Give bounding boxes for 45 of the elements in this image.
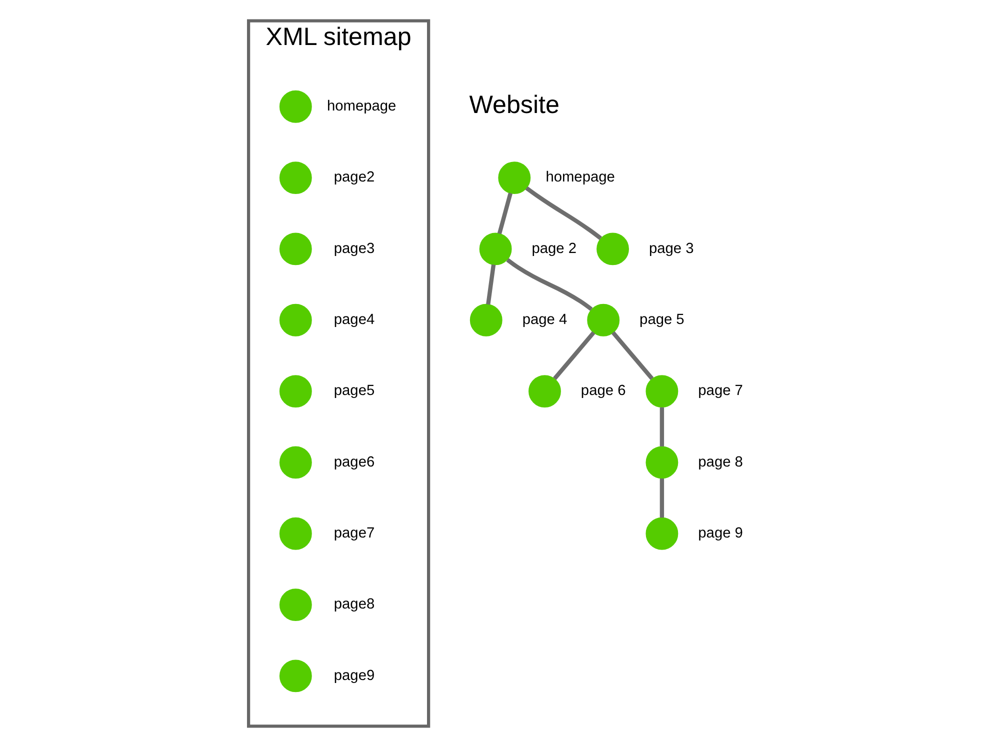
node-circle <box>498 162 531 194</box>
connector <box>506 258 593 311</box>
node-circle <box>479 232 512 266</box>
node-label: page2 <box>334 170 375 186</box>
node-circle <box>279 304 312 336</box>
node-circle <box>596 232 629 266</box>
connector <box>486 264 496 305</box>
node-circle <box>279 375 312 408</box>
connector <box>497 192 512 234</box>
node-circle <box>279 517 312 550</box>
connector <box>611 331 654 380</box>
connector <box>660 478 664 518</box>
node-label: page 4 <box>522 312 568 328</box>
node-circle <box>279 162 312 194</box>
label: Website <box>469 91 560 120</box>
node-circle <box>279 90 312 123</box>
connector <box>525 186 602 240</box>
node-label: page9 <box>334 668 375 684</box>
node-circle <box>279 446 312 479</box>
node-label: page 3 <box>648 240 694 257</box>
node-label: page 6 <box>580 383 626 400</box>
node-label: homepage <box>546 170 615 186</box>
node-circle <box>279 232 312 266</box>
node-circle <box>470 304 502 336</box>
node-label: page8 <box>334 596 375 613</box>
node-label: page 5 <box>640 312 684 328</box>
node-circle <box>646 517 678 550</box>
node-circle <box>646 375 678 408</box>
node-circle <box>279 588 312 622</box>
node-circle <box>646 446 678 479</box>
node-label: page4 <box>334 312 375 328</box>
node-label: page7 <box>334 525 375 542</box>
node-label: page3 <box>334 240 375 257</box>
node-circle <box>587 304 620 336</box>
node-label: page 8 <box>698 454 743 470</box>
node-label: page5 <box>334 383 375 400</box>
node-circle <box>279 660 312 692</box>
connector <box>553 331 596 380</box>
node-label: homepage <box>326 98 396 114</box>
node-label: page 7 <box>698 383 743 400</box>
node-label: page 9 <box>698 525 743 542</box>
connector <box>660 407 664 446</box>
node-label: page 2 <box>532 240 577 257</box>
node-label: page6 <box>334 454 375 470</box>
node-circle <box>528 375 561 408</box>
